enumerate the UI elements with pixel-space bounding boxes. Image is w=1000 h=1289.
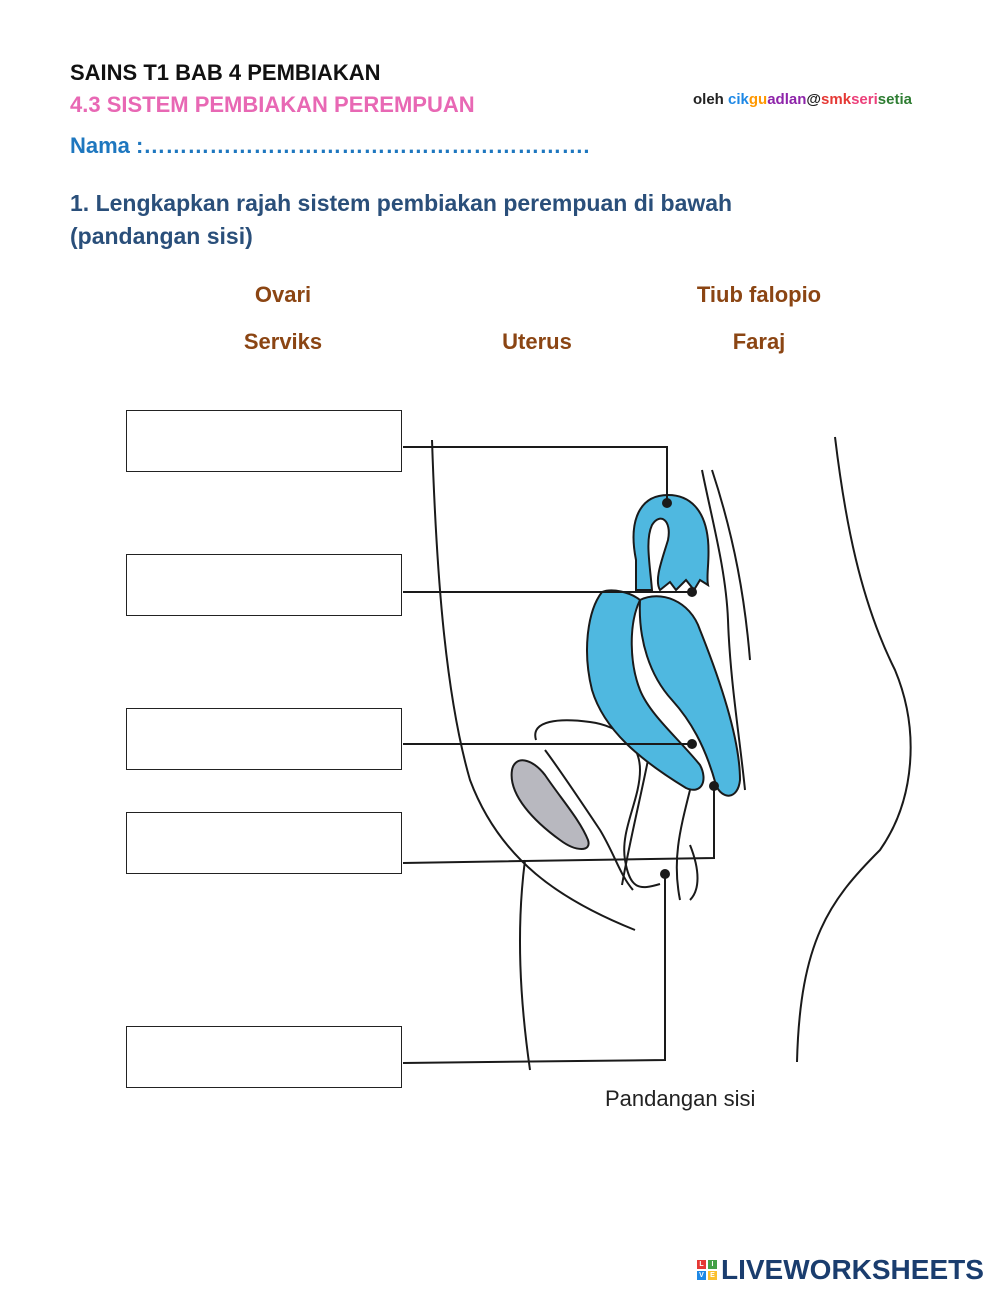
logo-mark-letter: V <box>697 1271 706 1280</box>
leader-dot-4 <box>709 781 719 791</box>
leader-dot-2 <box>687 587 697 597</box>
word-uterus[interactable]: Uterus <box>502 329 572 354</box>
credit-handle: cikguadlan@smkserisetia <box>728 91 912 108</box>
credit-by: oleh <box>693 91 724 108</box>
leader-line-1 <box>403 446 668 503</box>
word-faraj[interactable]: Faraj <box>732 329 786 354</box>
answer-box-5[interactable] <box>126 1026 402 1088</box>
answer-box-4[interactable] <box>126 812 402 874</box>
leader-line-5 <box>402 874 666 1064</box>
logo-mark-icon: L I V E <box>697 1260 717 1280</box>
credit-part: seri <box>851 91 878 108</box>
word-tiub-falopio[interactable]: Tiub falopio <box>696 282 822 307</box>
logo-mark-letter: E <box>708 1271 717 1280</box>
urethra <box>689 844 699 901</box>
fallopian-tube-shape <box>632 493 710 592</box>
worksheet-subtitle: 4.3 SISTEM PEMBIAKAN PEREMPUAN <box>70 92 475 117</box>
credit-part: gu <box>748 91 768 108</box>
worksheet-title: SAINS T1 BAB 4 PEMBIAKAN <box>70 60 381 85</box>
bladder-wall <box>701 469 746 791</box>
word-ovari[interactable]: Ovari <box>254 282 312 307</box>
logo-text: LIVEWORKSHEETS <box>721 1254 984 1285</box>
pubic-bone <box>510 759 590 850</box>
author-credit: oleh cikguadlan@smkserisetia <box>693 91 912 108</box>
rectum <box>534 719 661 891</box>
leader-dot-3 <box>687 739 697 749</box>
credit-part: adlan <box>767 91 807 108</box>
credit-part: @ <box>806 91 822 108</box>
leader-dot-1 <box>662 498 672 508</box>
answer-box-1[interactable] <box>126 410 402 472</box>
question-text: 1. Lengkapkan rajah sistem pembiakan per… <box>70 190 733 249</box>
uterus-shape <box>586 589 705 791</box>
credit-part: setia <box>877 91 912 108</box>
word-serviks[interactable]: Serviks <box>243 329 323 354</box>
liveworksheets-logo: L I V E LIVEWORKSHEETS <box>697 1254 984 1286</box>
answer-box-2[interactable] <box>126 554 402 616</box>
cervix-shape <box>638 595 742 797</box>
logo-mark-letter: I <box>708 1260 717 1269</box>
credit-part: cik <box>728 91 749 108</box>
leg-outline <box>518 859 531 1071</box>
body-outline-back <box>431 439 636 931</box>
abdominal-wall <box>711 469 751 661</box>
answer-box-3[interactable] <box>126 708 402 770</box>
leader-dot-5 <box>660 869 670 879</box>
leader-line-4 <box>402 786 715 864</box>
name-field-label: Nama :……………………………………………………. <box>70 133 590 158</box>
credit-part: smk <box>821 91 852 108</box>
body-outline-front <box>796 436 912 1063</box>
vagina-wall <box>621 759 691 901</box>
logo-mark-letter: L <box>697 1260 706 1269</box>
diagram-caption: Pandangan sisi <box>605 1086 756 1111</box>
